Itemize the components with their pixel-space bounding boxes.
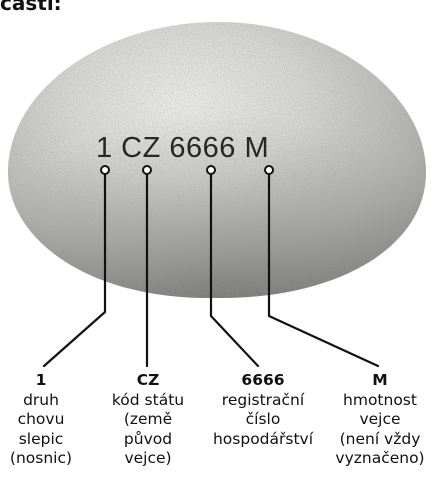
part-label-egg-weight: M hmotnost vejce (není vždy vyznačeno) bbox=[328, 371, 432, 469]
part-label-country-code: CZ kód státu (země původ vejce) bbox=[96, 371, 200, 469]
part-code: M bbox=[328, 371, 432, 391]
part-code: 6666 bbox=[211, 371, 315, 391]
marker-dot-1 bbox=[101, 166, 109, 174]
part-description: druh chovu slepic (nosnic) bbox=[0, 391, 93, 469]
part-description: kód státu (země původ vejce) bbox=[96, 391, 200, 469]
marker-dot-2 bbox=[143, 166, 151, 174]
marker-dot-4 bbox=[265, 166, 273, 174]
marker-dot-3 bbox=[207, 166, 215, 174]
egg-stamp-code: 1 CZ 6666 M bbox=[96, 131, 269, 165]
part-label-registration-number: 6666 registrační číslo hospodářství bbox=[211, 371, 315, 449]
part-description: hmotnost vejce (není vždy vyznačeno) bbox=[328, 391, 432, 469]
section-heading: části: bbox=[0, 0, 62, 15]
part-description: registrační číslo hospodářství bbox=[211, 391, 315, 450]
part-code: CZ bbox=[96, 371, 200, 391]
part-code: 1 bbox=[0, 371, 93, 391]
part-label-farming-type: 1 druh chovu slepic (nosnic) bbox=[0, 371, 93, 469]
